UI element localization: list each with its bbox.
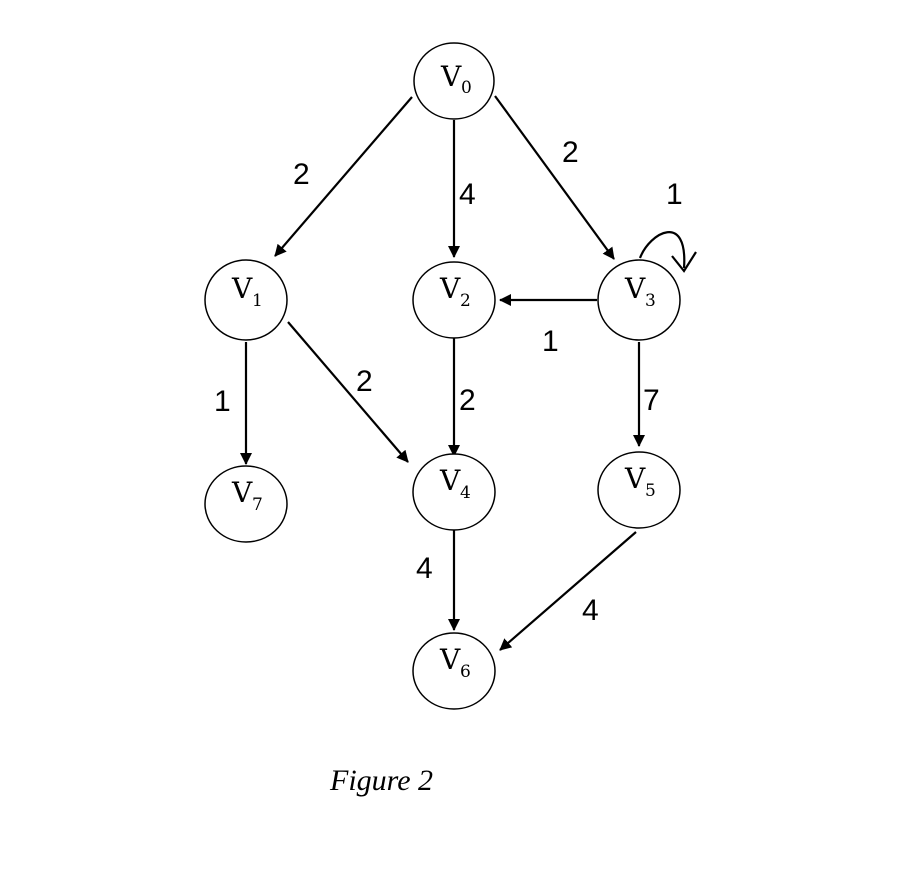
nodes: V 0 V 1 V 2 V 3 V 4 V 5 V	[204, 42, 681, 710]
weight-v0-v3: 2	[562, 136, 579, 169]
node-v5: V 5	[597, 451, 681, 529]
node-v2-label: V	[439, 272, 461, 305]
node-v6-label: V	[439, 643, 461, 676]
node-v2: V 2	[412, 261, 496, 339]
node-v0: V 0	[413, 42, 495, 120]
node-v6-subscript: 6	[460, 662, 471, 682]
node-v2-subscript: 2	[460, 291, 471, 311]
node-v1-label: V	[231, 272, 253, 305]
node-v0-subscript: 0	[461, 78, 472, 98]
weight-v3-v5: 7	[643, 384, 660, 417]
weight-v5-v6: 4	[582, 594, 599, 627]
weight-v3-v3: 1	[666, 178, 683, 211]
node-v4: V 4	[412, 453, 496, 531]
edges	[240, 95, 697, 651]
node-v1-subscript: 1	[252, 291, 263, 311]
weight-v1-v4: 2	[356, 365, 373, 398]
weight-v4-v6: 4	[416, 552, 433, 585]
weight-v3-v2: 1	[542, 325, 559, 358]
node-v1: V 1	[204, 259, 288, 341]
edge-v0-v3	[494, 95, 615, 260]
weight-v0-v1: 2	[293, 158, 310, 191]
edge-v3-v3-arrowhead	[671, 251, 697, 273]
node-v0-label: V	[440, 60, 462, 93]
weight-v1-v7: 1	[214, 385, 231, 418]
edge-v5-v6	[499, 531, 637, 651]
edge-v1-v4	[287, 321, 409, 463]
node-v3-label: V	[624, 272, 646, 305]
figure-caption: Figure 2	[329, 764, 433, 797]
node-v5-subscript: 5	[645, 481, 656, 501]
node-v3: V 3	[597, 259, 681, 341]
node-v7-subscript: 7	[252, 495, 263, 515]
node-v6: V 6	[412, 632, 496, 710]
edge-weights: 2 4 2 1 1 1 2 2 7 4 4	[214, 136, 683, 627]
weight-v2-v4: 2	[459, 384, 476, 417]
node-v4-label: V	[439, 464, 461, 497]
node-v7-label: V	[231, 476, 253, 509]
node-v4-subscript: 4	[460, 483, 471, 503]
node-v5-label: V	[624, 462, 646, 495]
node-v3-subscript: 3	[645, 291, 656, 311]
node-v7: V 7	[204, 465, 288, 543]
weight-v0-v2: 4	[459, 178, 476, 211]
edge-v3-v3	[638, 231, 686, 269]
edge-v0-v1	[274, 96, 413, 257]
